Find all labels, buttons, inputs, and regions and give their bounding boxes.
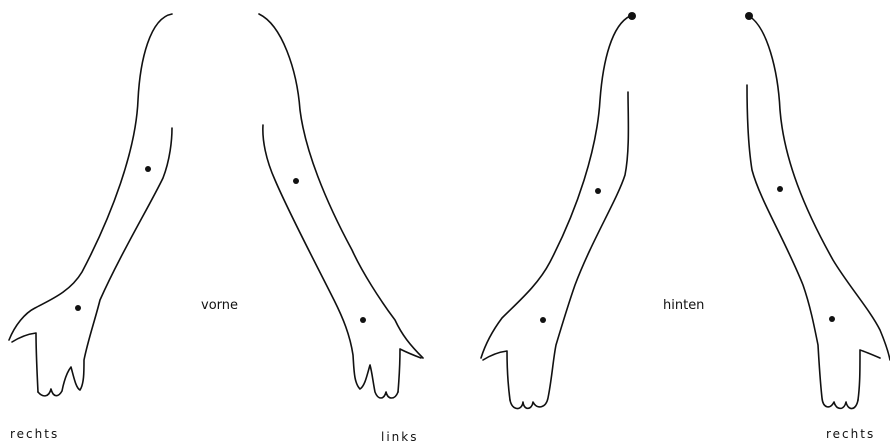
point-marker — [293, 178, 299, 184]
point-marker — [829, 316, 835, 322]
point-marker — [360, 317, 366, 323]
left-front-label: links — [381, 431, 418, 443]
point-marker — [595, 188, 601, 194]
point-marker — [777, 186, 783, 192]
point-marker — [145, 166, 151, 172]
arm-back-left — [481, 12, 636, 409]
point-marker — [628, 12, 636, 20]
point-marker — [745, 12, 753, 20]
arm-front-left — [259, 14, 423, 398]
front-view-label: vorne — [201, 299, 238, 312]
arm-back-right — [745, 12, 890, 409]
right-back-label: rechts — [826, 428, 875, 440]
back-view-label: hinten — [663, 299, 704, 312]
right-front-label: rechts — [10, 428, 59, 440]
arm-front-right — [9, 14, 172, 396]
point-marker — [540, 317, 546, 323]
point-marker — [75, 305, 81, 311]
